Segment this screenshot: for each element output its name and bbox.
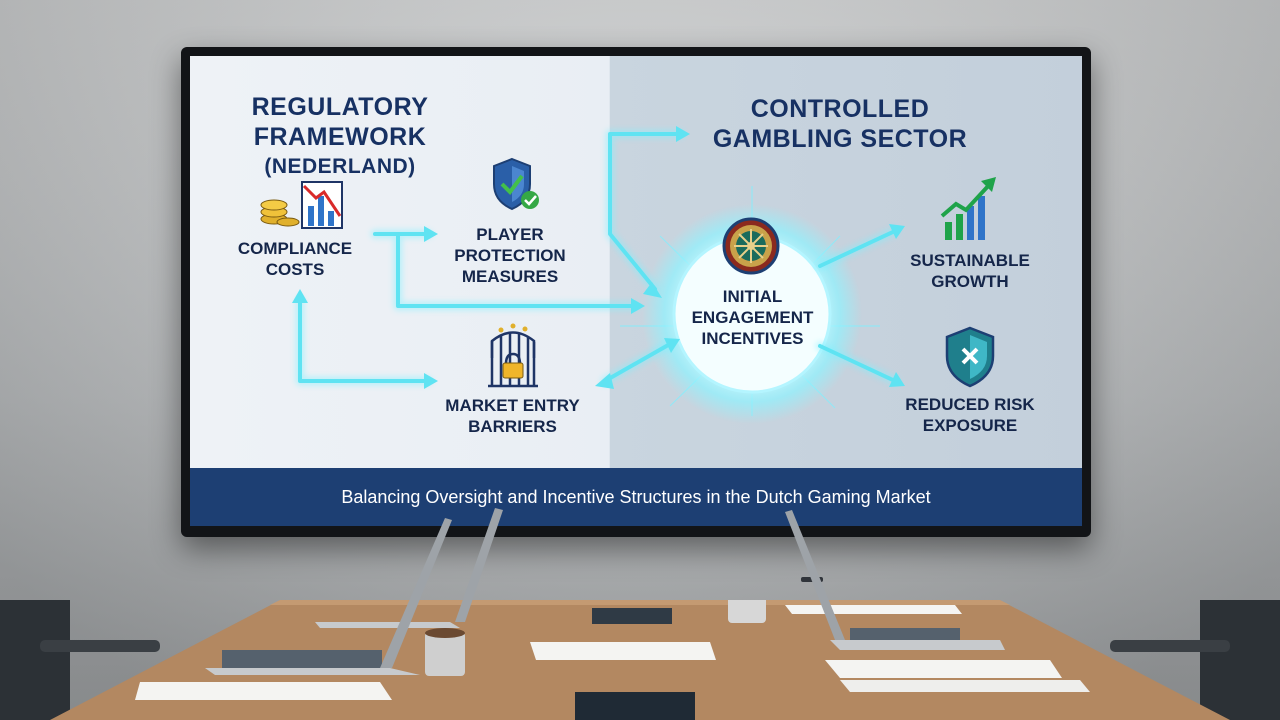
mug-right (728, 600, 766, 623)
right-chair (1110, 600, 1280, 720)
presentation-slide: REGULATORY FRAMEWORK (NEDERLAND) CONTROL… (190, 56, 1082, 526)
reduced-risk-label: REDUCED RISK EXPOSURE (905, 395, 1035, 435)
arrow-heads (292, 126, 905, 389)
player-protection-label: PLAYER PROTECTION MEASURES (454, 225, 566, 286)
center-console (575, 692, 695, 720)
paper-2 (530, 642, 716, 660)
laptop-lids (380, 508, 845, 668)
left-chair (0, 600, 160, 720)
wall-display: REGULATORY FRAMEWORK (NEDERLAND) CONTROL… (181, 47, 1091, 582)
arrow-market-to-center (603, 342, 672, 383)
left-title: REGULATORY FRAMEWORK (NEDERLAND) (251, 93, 429, 178)
laptop-left-2 (315, 622, 460, 628)
growth-chart-icon (940, 177, 996, 240)
paper-4 (840, 680, 1090, 692)
flow-arrows (298, 132, 897, 383)
laptop-left-1 (205, 650, 420, 675)
cable-box (592, 608, 672, 624)
slide-banner: Balancing Oversight and Incentive Struct… (190, 468, 1082, 526)
sustainable-growth-label: SUSTAINABLE GROWTH (910, 251, 1030, 291)
shield-check-icon (493, 157, 539, 211)
arrow-center-to-risk (818, 344, 897, 383)
arrow-compliance-to-market (298, 299, 430, 383)
conference-table-scene (0, 600, 1280, 720)
gate-lock-icon (488, 323, 538, 388)
right-title: CONTROLLED GAMBLING SECTOR (712, 95, 968, 153)
center-node-label: INITIAL ENGAGEMENT INCENTIVES (691, 287, 814, 348)
arrow-center-to-growth (818, 229, 897, 268)
paper-3 (825, 660, 1062, 678)
mug-left (425, 628, 465, 676)
shield-x-icon (945, 326, 995, 388)
compliance-costs-label: COMPLIANCE COSTS (237, 239, 353, 279)
roulette-wheel-icon (722, 217, 780, 275)
paper-1 (135, 682, 392, 700)
laptop-right (830, 628, 1005, 650)
coins-chart-icon (260, 181, 343, 229)
diagram-graphics (260, 126, 996, 424)
market-entry-label: MARKET ENTRY BARRIERS (445, 396, 580, 436)
arrow-compliance-to-center (396, 232, 637, 308)
arrow-to-controlled-sector (608, 132, 682, 291)
